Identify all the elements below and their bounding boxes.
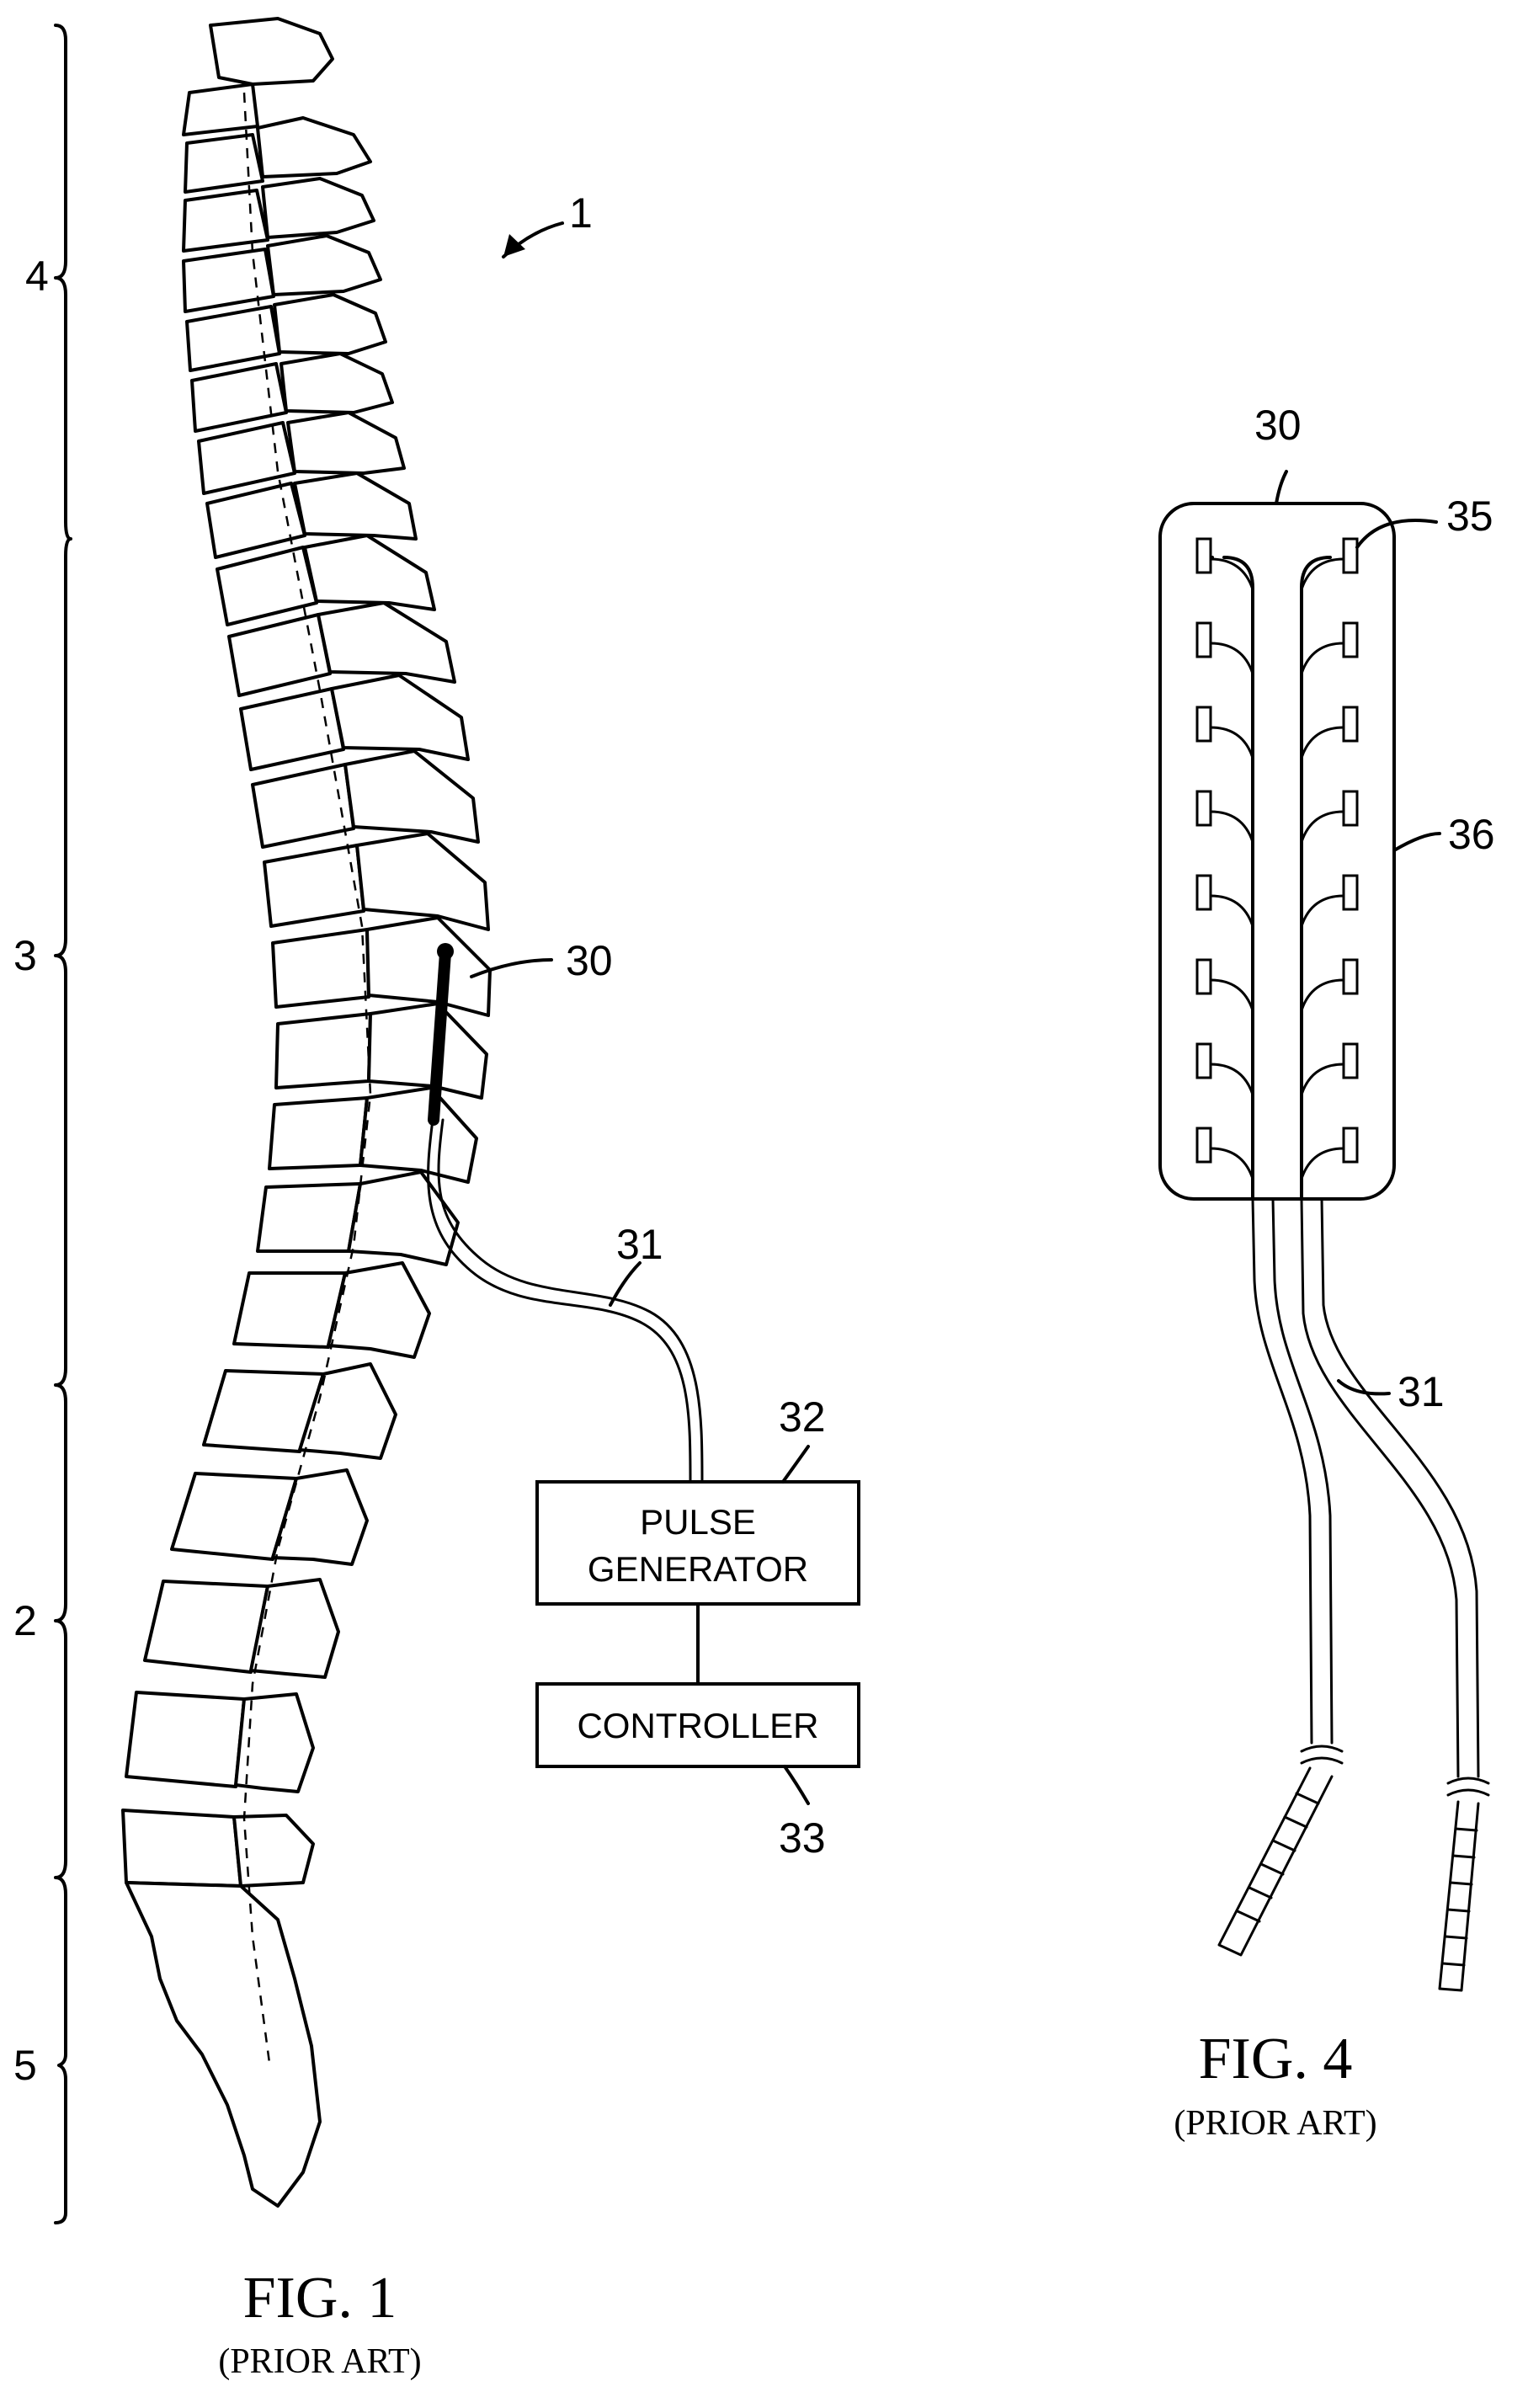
fig-4: 31 30 35 36 FIG. 4 (PRIOR ART): [1160, 402, 1495, 2143]
leader-33: [785, 1766, 808, 1803]
ref-35: 35: [1446, 493, 1493, 540]
controller-block: CONTROLLER 33: [537, 1684, 859, 1862]
leader-31: [610, 1263, 640, 1305]
leader-36: [1394, 834, 1440, 850]
region-label-4: 4: [25, 253, 49, 300]
region-label-5: 5: [13, 2042, 37, 2089]
pulse-generator-label-line2: GENERATOR: [588, 1549, 808, 1589]
fig-1: 4 3 2 5: [13, 19, 859, 2381]
fig-4-subtitle: (PRIOR ART): [1174, 2104, 1376, 2143]
fig-1-subtitle: (PRIOR ART): [218, 2342, 421, 2381]
ref-1-pointer: 1: [503, 189, 593, 257]
ref-30-fig4: 30: [1254, 402, 1302, 449]
ref-31-fig1: 31: [616, 1221, 663, 1268]
fig-1-title: FIG. 1: [243, 2266, 397, 2331]
ref-36: 36: [1448, 811, 1495, 858]
paddle-body: [1160, 503, 1394, 1199]
paddle-leads: 31: [1219, 1199, 1488, 1990]
fig-4-title: FIG. 4: [1199, 2027, 1353, 2091]
ref-30-fig1: 30: [566, 937, 613, 984]
ref-1: 1: [569, 189, 593, 237]
pulse-generator-block: PULSE GENERATOR 32: [537, 1393, 859, 1604]
ref-32: 32: [779, 1393, 826, 1441]
sacrum: [126, 1883, 320, 2206]
leader-32: [783, 1446, 808, 1482]
controller-label: CONTROLLER: [577, 1706, 818, 1745]
ref-31-fig4: 31: [1398, 1368, 1445, 1415]
region-label-3: 3: [13, 932, 37, 979]
region-label-2: 2: [13, 1597, 37, 1644]
spine-region-bracket: 4 3 2 5: [13, 25, 71, 2223]
leader-31-fig4: [1339, 1381, 1389, 1393]
pulse-generator-label-line1: PULSE: [640, 1502, 756, 1542]
ref-33: 33: [779, 1814, 826, 1862]
leader-30-fig4: [1276, 471, 1286, 503]
